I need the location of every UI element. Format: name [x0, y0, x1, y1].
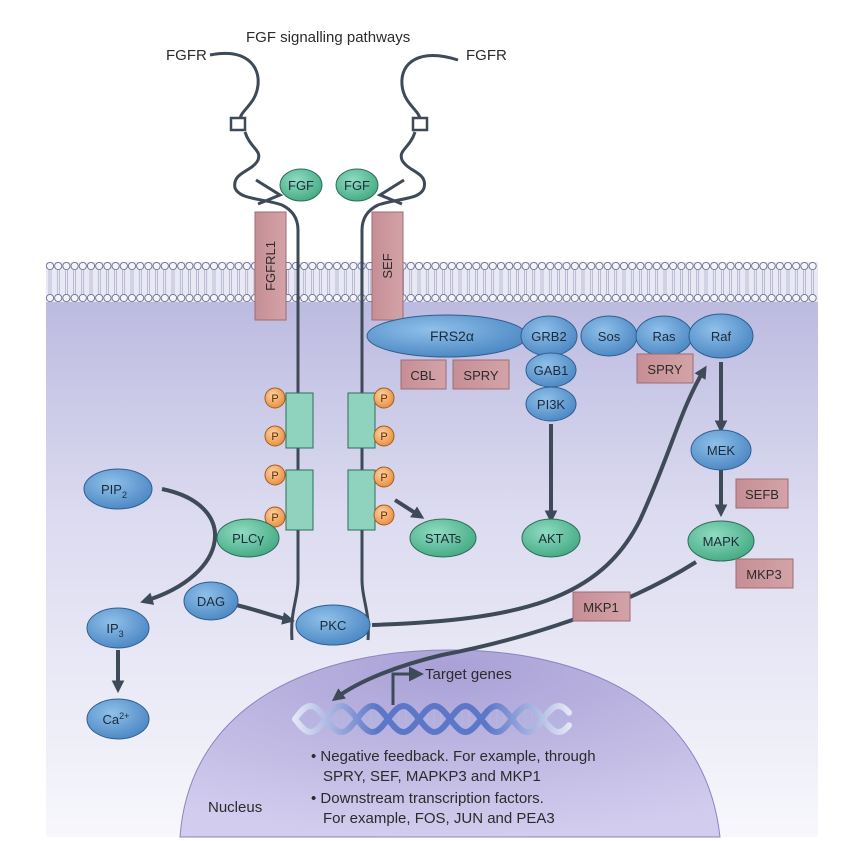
svg-text:Ca2+: Ca2+ [103, 711, 130, 727]
svg-text:FGF: FGF [288, 178, 314, 193]
svg-text:SEF: SEF [380, 253, 395, 278]
dag-node: DAG [183, 581, 239, 621]
fgfr-right-receptor [360, 54, 459, 641]
kinase-domains [285, 392, 376, 531]
phosphate-right-4: P [373, 504, 395, 526]
svg-text:SPRY: SPRY [647, 362, 682, 377]
fgf-ligand-right: FGF [335, 168, 379, 202]
svg-text:P: P [380, 431, 387, 443]
phosphate-right-1: P [373, 387, 395, 409]
sef-protein: SEF [371, 211, 404, 321]
pip2-node: PIP2 [83, 468, 153, 510]
arrow-pip2-ip3 [140, 487, 217, 605]
fgf-ligand-left: FGF [279, 168, 323, 202]
nucleus-bullet-1-line-2: SPRY, SEF, MAPKP3 and MKP1 [323, 768, 541, 785]
svg-text:FGF: FGF [344, 178, 370, 193]
nucleus-bullet-2-line-2: For example, FOS, JUN and PEA3 [323, 810, 555, 827]
nucleus [179, 649, 721, 838]
gab1-node: GAB1 [525, 352, 577, 388]
svg-text:PI3K: PI3K [537, 397, 566, 412]
svg-text:FRS2α: FRS2α [430, 328, 474, 344]
svg-text:SEFB: SEFB [745, 487, 779, 502]
phosphate-left-4: P [264, 506, 286, 528]
arrow-target-genes [391, 666, 424, 705]
mkp1-inhibitor: MKP1 [572, 591, 631, 622]
svg-text:P: P [380, 472, 387, 484]
svg-text:MKP3: MKP3 [746, 567, 781, 582]
phosphate-left-1: P [264, 387, 286, 409]
fgfr-left-receptor [209, 52, 300, 641]
akt-node: AKT [521, 518, 581, 558]
svg-text:SPRY: SPRY [463, 368, 498, 383]
pi3k-node: PI3K [525, 386, 577, 422]
svg-text:P: P [380, 393, 387, 405]
svg-text:GAB1: GAB1 [534, 363, 569, 378]
svg-text:P: P [271, 512, 278, 524]
arrow-mapk-nucleus [331, 560, 698, 702]
svg-text:Ras: Ras [652, 329, 676, 344]
pathway-arrows [111, 362, 728, 705]
svg-text:PIP2: PIP2 [101, 482, 127, 500]
svg-text:P: P [271, 470, 278, 482]
svg-text:GRB2: GRB2 [531, 329, 566, 344]
svg-text:CBL: CBL [410, 368, 435, 383]
mapk-node: MAPK [687, 520, 755, 562]
spry-inhibitor-ras: SPRY [636, 353, 694, 384]
mkp3-inhibitor: MKP3 [735, 558, 794, 589]
ca-node: Ca2+ [86, 698, 150, 740]
frs2a-node: FRS2α [366, 314, 528, 358]
sos-node: Sos [580, 315, 638, 357]
svg-text:P: P [271, 393, 278, 405]
svg-text:P: P [271, 431, 278, 443]
svg-text:IP3: IP3 [106, 621, 123, 639]
fgfrl1-protein: FGFRL1 [254, 211, 287, 321]
svg-text:PKC: PKC [320, 618, 347, 633]
svg-text:MEK: MEK [707, 443, 736, 458]
fgfr-label-left: FGFR [166, 47, 207, 64]
nucleus-label: Nucleus [208, 799, 262, 816]
svg-text:DAG: DAG [197, 594, 225, 609]
svg-text:Raf: Raf [711, 329, 732, 344]
stats-node: STATs [409, 518, 477, 558]
svg-text:FGFRL1: FGFRL1 [263, 241, 278, 291]
svg-text:PLCγ: PLCγ [232, 531, 264, 546]
arrow-to-stats [393, 498, 425, 519]
plcg-node: PLCγ [216, 518, 280, 558]
fgfr-label-right: FGFR [466, 47, 507, 64]
ras-node: Ras [635, 315, 693, 357]
arrow-dag-pkc [235, 603, 295, 625]
mek-node: MEK [690, 429, 752, 471]
svg-text:MKP1: MKP1 [583, 600, 618, 615]
ip3-node: IP3 [86, 607, 150, 649]
spry-inhibitor-frs2a: SPRY [452, 359, 510, 390]
target-genes-label: Target genes [425, 666, 512, 683]
arrow-pkc-raf [371, 365, 707, 627]
phosphate-left-2: P [264, 425, 286, 447]
svg-text:P: P [380, 510, 387, 522]
svg-text:STATs: STATs [425, 531, 462, 546]
nucleus-bullet-1-line-1: • Negative feedback. For example, throug… [311, 748, 596, 765]
pkc-node: PKC [295, 604, 371, 646]
svg-text:AKT: AKT [538, 531, 563, 546]
svg-text:MAPK: MAPK [703, 534, 740, 549]
cell-membrane [45, 261, 818, 303]
dna-helix [292, 702, 572, 736]
phosphate-right-2: P [373, 425, 395, 447]
phosphate-right-3: P [373, 466, 395, 488]
cbl-inhibitor: CBL [400, 359, 447, 390]
nucleus-bullet-2-line-1: • Downstream transcription factors. [311, 790, 544, 807]
grb2-node: GRB2 [520, 315, 578, 357]
sefb-inhibitor: SEFB [735, 478, 789, 509]
diagram-title: FGF signalling pathways [246, 29, 410, 46]
phosphate-left-3: P [264, 464, 286, 486]
raf-node: Raf [688, 313, 754, 359]
svg-text:Sos: Sos [598, 329, 621, 344]
